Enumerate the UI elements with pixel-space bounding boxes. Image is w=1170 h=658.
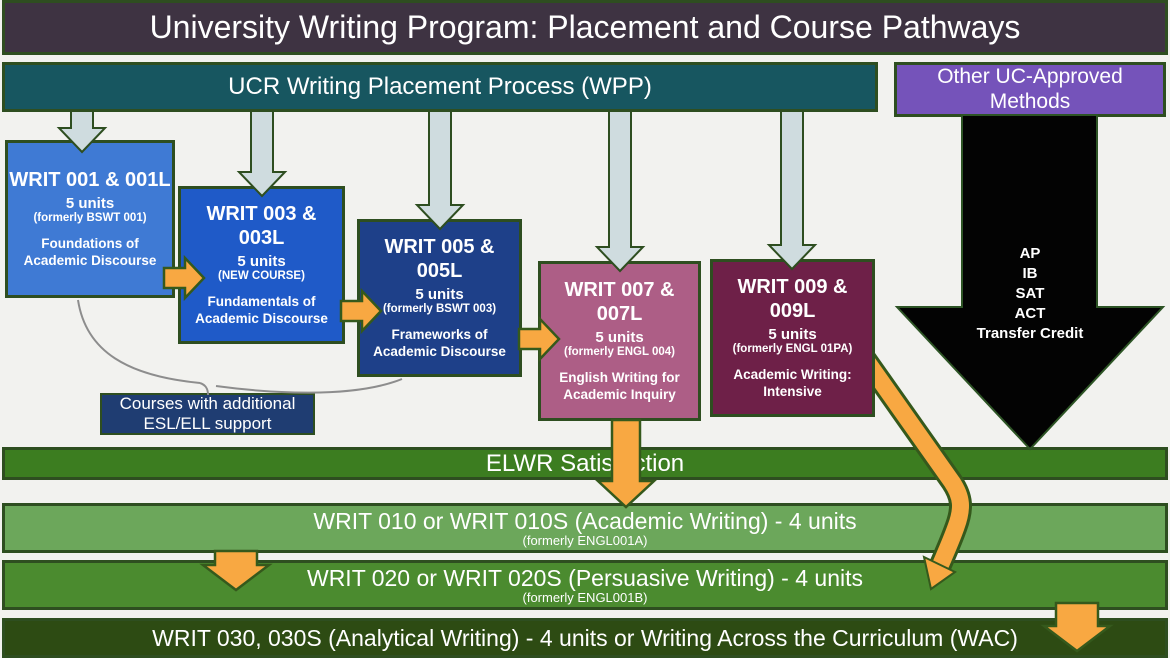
placement-arrow-writ001	[56, 110, 108, 154]
course-note: (formerly ENGL 01PA)	[732, 343, 853, 356]
course-title: WRIT 001 & 001L	[9, 169, 171, 192]
transfer-credit-list: AP IB SAT ACT Transfer Credit	[945, 244, 1115, 344]
transfer-method: ACT	[1014, 305, 1046, 322]
course-title: WRIT 007 & 007L	[564, 279, 675, 326]
course-units: 5 units	[237, 253, 286, 271]
course-title: WRIT 005 & 005L	[384, 236, 495, 283]
course-box-writ-005: WRIT 005 & 005L 5 units (formerly BSWT 0…	[357, 219, 522, 377]
placement-arrow-writ007	[594, 110, 646, 273]
course-desc: Academic Writing: Intensive	[733, 367, 852, 399]
course-desc: English Writing for Academic Inquiry	[559, 370, 680, 402]
writ-010-banner: WRIT 010 or WRIT 010S (Academic Writing)…	[2, 503, 1168, 553]
transfer-method: SAT	[1015, 285, 1045, 302]
placement-arrow-writ009	[766, 110, 818, 271]
transfer-method: AP	[1019, 245, 1041, 262]
writ-010-former-label: (formerly ENGL001A)	[522, 533, 648, 549]
transfer-method: Transfer Credit	[976, 325, 1084, 342]
esl-brace-connector	[77, 299, 403, 396]
placement-arrow-writ003	[236, 110, 288, 198]
writ-030-banner: WRIT 030, 030S (Analytical Writing) - 4 …	[2, 618, 1168, 658]
course-box-writ-001: WRIT 001 & 001L 5 units (formerly BSWT 0…	[5, 140, 175, 298]
wpp-banner-text: UCR Writing Placement Process (WPP)	[228, 73, 652, 100]
course-note: (formerly BSWT 001)	[33, 212, 147, 225]
transfer-method: IB	[1022, 265, 1038, 282]
course-progression-arrows	[162, 254, 1114, 653]
arrow-writ020-to-writ030	[1040, 601, 1114, 653]
elwr-banner-text: ELWR Satisfaction	[485, 449, 685, 477]
writ-010-label: WRIT 010 or WRIT 010S (Academic Writing)…	[313, 507, 857, 534]
course-units: 5 units	[768, 326, 817, 344]
course-title: WRIT 009 & 009L	[737, 276, 848, 323]
arrow-writ010-to-writ020	[199, 549, 273, 592]
course-note: (NEW COURSE)	[218, 270, 305, 283]
page-title: University Writing Program: Placement an…	[2, 0, 1168, 55]
course-note: (formerly BSWT 003)	[382, 303, 497, 316]
course-units: 5 units	[65, 195, 115, 213]
esl-support-box: Courses with additional ESL/ELL support	[100, 393, 315, 435]
arrow-005-to-007	[517, 315, 561, 363]
course-box-writ-003: WRIT 003 & 003L 5 units (NEW COURSE) Fun…	[178, 186, 345, 344]
transfer-credit-arrow	[894, 114, 1166, 451]
course-units: 5 units	[415, 286, 464, 304]
arrow-007-to-writ010	[594, 418, 658, 509]
course-desc: Fundamentals of Academic Discourse	[195, 294, 328, 326]
writ-020-former-label: (formerly ENGL001B)	[522, 590, 648, 606]
elwr-banner: ELWR Satisfaction	[2, 447, 1168, 480]
course-title: WRIT 003 & 003L	[206, 203, 317, 250]
arrow-003-to-005	[339, 287, 383, 335]
course-note: (formerly ENGL 004)	[564, 346, 675, 359]
course-units: 5 units	[595, 329, 644, 347]
course-box-writ-009: WRIT 009 & 009L 5 units (formerly ENGL 0…	[710, 259, 875, 417]
writ-020-label: WRIT 020 or WRIT 020S (Persuasive Writin…	[306, 564, 863, 591]
writ-030-label: WRIT 030, 030S (Analytical Writing) - 4 …	[152, 624, 1018, 651]
other-uc-approved-methods-label: Other UC-Approved Methods	[937, 65, 1123, 113]
placement-arrows	[56, 110, 818, 273]
esl-support-label: Courses with additional ESL/ELL support	[119, 393, 296, 433]
other-uc-approved-methods-box: Other UC-Approved Methods	[894, 62, 1166, 117]
placement-arrow-writ005	[414, 110, 466, 231]
writ-020-banner: WRIT 020 or WRIT 020S (Persuasive Writin…	[2, 560, 1168, 610]
arrow-001-to-003	[162, 254, 206, 302]
page-title-text: University Writing Program: Placement an…	[149, 9, 1021, 45]
course-box-writ-007: WRIT 007 & 007L 5 units (formerly ENGL 0…	[538, 261, 701, 421]
course-desc: Frameworks of Academic Discourse	[373, 327, 506, 359]
course-desc: Foundations of Academic Discourse	[23, 236, 157, 268]
